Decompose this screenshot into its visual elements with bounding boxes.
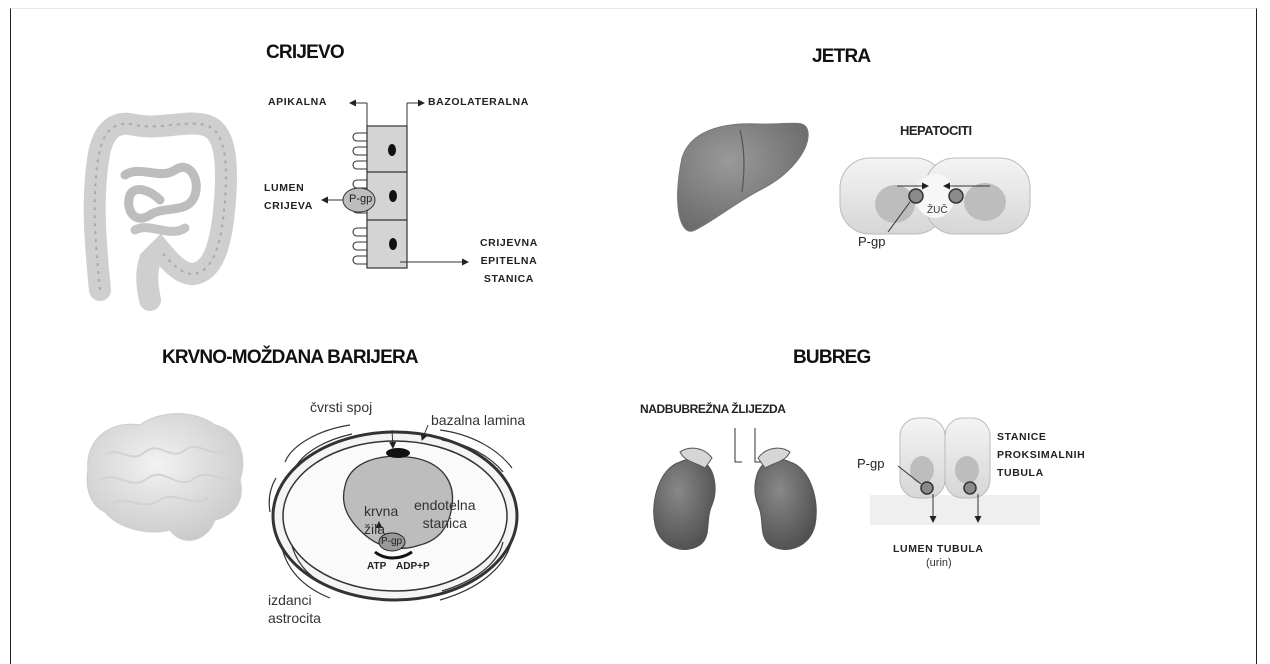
label-lumen-tubula: LUMEN TUBULA bbox=[893, 540, 984, 558]
label-urin: (urin) bbox=[926, 557, 952, 569]
label-izdanci-astrocita: izdanci astrocita bbox=[268, 591, 321, 627]
hepatocytes bbox=[840, 158, 1030, 234]
label-krvna-zila: krvna žila bbox=[364, 502, 398, 538]
label-pgp-intestine: P-gp bbox=[349, 193, 372, 205]
panel-title-jetra: JETRA bbox=[812, 46, 870, 68]
label-lumen-crijeva: LUMEN CRIJEVA bbox=[264, 179, 313, 215]
intestine-illustration bbox=[95, 124, 226, 300]
panel-title-krvno: KRVNO-MOŽDANA BARIJERA bbox=[162, 347, 418, 369]
epithelial-cells bbox=[322, 103, 468, 268]
label-zuc: ŽUČ bbox=[927, 205, 948, 216]
label-hepatociti: HEPATOCITI bbox=[900, 123, 972, 138]
label-apikalna: APIKALNA bbox=[268, 93, 327, 111]
label-bazolateralna: BAZOLATERALNA bbox=[428, 93, 529, 111]
label-pgp-liver: P-gp bbox=[858, 234, 885, 249]
label-nadbubrezna-zlijezda: NADBUBREŽNA ŽLIJEZDA bbox=[640, 402, 786, 416]
label-epithelial-cell: CRIJEVNA EPITELNA STANICA bbox=[480, 234, 538, 288]
label-cvrsti-spoj: čvrsti spoj bbox=[310, 398, 372, 416]
label-endotelna-stanica: endotelna stanica bbox=[414, 496, 476, 532]
label-bazalna-lamina: bazalna lamina bbox=[431, 411, 525, 429]
panel-title-bubreg: BUBREG bbox=[793, 347, 871, 369]
liver-illustration bbox=[678, 123, 809, 231]
label-stanice-proksimalnih-tubula: STANICE PROKSIMALNIH TUBULA bbox=[997, 428, 1085, 482]
label-pgp-bbb: P-gp bbox=[381, 536, 402, 547]
label-adp: ADP+P bbox=[396, 561, 430, 572]
panel-title-crijevo: CRIJEVO bbox=[266, 42, 344, 64]
brain-illustration bbox=[87, 414, 243, 540]
kidneys-illustration bbox=[654, 428, 817, 549]
label-pgp-kidney: P-gp bbox=[857, 456, 884, 471]
label-atp: ATP bbox=[367, 561, 386, 572]
